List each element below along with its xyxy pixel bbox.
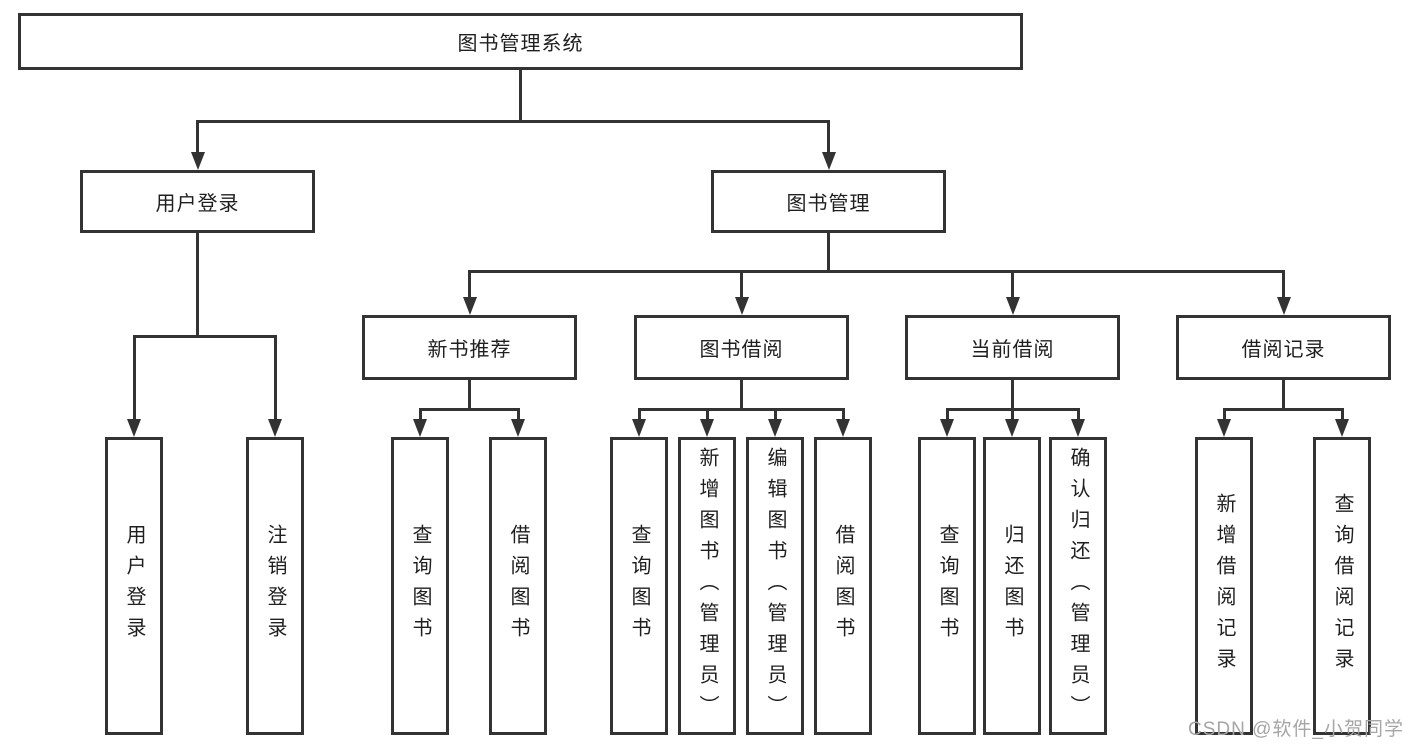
leaf-logout-label: 注销登录 bbox=[264, 524, 286, 648]
connector-leaf-drop bbox=[517, 408, 520, 419]
arrowhead-down bbox=[268, 419, 282, 437]
connector-borrow-records-drop bbox=[1282, 380, 1285, 408]
connector-book-management-branch bbox=[468, 270, 1285, 273]
leaf-borrow-books-label: 借阅图书 bbox=[832, 524, 854, 648]
node-new-book-recommend: 新书推荐 bbox=[362, 315, 577, 380]
connector-leaf-drop bbox=[419, 408, 422, 419]
connector-book-management-drop bbox=[827, 233, 830, 270]
leaf-query-borrow-record: 查询借阅记录 bbox=[1313, 437, 1371, 735]
node-book-borrow: 图书借阅 bbox=[634, 315, 849, 380]
leaf-confirm-return-admin-label: 确认归还（管理员） bbox=[1067, 446, 1089, 726]
connector-user-login-drop bbox=[196, 233, 199, 335]
connector-to-new-book bbox=[468, 270, 471, 297]
node-user-login: 用户登录 bbox=[80, 170, 315, 233]
connector-to-leaf-logout bbox=[274, 335, 277, 419]
leaf-add-book-admin: 新增图书（管理员） bbox=[678, 437, 736, 735]
leaf-borrow-books-recommend: 借阅图书 bbox=[489, 437, 547, 735]
leaf-query-books-current-label: 查询图书 bbox=[936, 524, 958, 648]
arrowhead-down bbox=[191, 152, 205, 170]
arrowhead-down bbox=[632, 419, 646, 437]
arrowhead-down bbox=[836, 419, 850, 437]
connector-book-borrow-branch bbox=[638, 408, 844, 411]
leaf-edit-book-admin: 编辑图书（管理员） bbox=[746, 437, 804, 735]
leaf-query-books-current: 查询图书 bbox=[918, 437, 976, 735]
connector-leaf-drop bbox=[842, 408, 845, 419]
connector-leaf-drop bbox=[1077, 408, 1080, 419]
arrowhead-down bbox=[1277, 297, 1291, 315]
connector-new-book-branch bbox=[419, 408, 520, 411]
connector-leaf-drop bbox=[1011, 408, 1014, 419]
leaf-query-borrow-record-label: 查询借阅记录 bbox=[1331, 493, 1353, 679]
arrowhead-down bbox=[940, 419, 954, 437]
node-root-label: 图书管理系统 bbox=[457, 33, 584, 55]
connector-borrow-records-branch bbox=[1223, 408, 1343, 411]
connector-new-book-drop bbox=[468, 380, 471, 408]
arrowhead-down bbox=[700, 419, 714, 437]
node-book-management: 图书管理 bbox=[711, 170, 946, 233]
connector-leaf-drop bbox=[638, 408, 641, 419]
leaf-query-books-borrow-label: 查询图书 bbox=[628, 524, 650, 648]
leaf-add-borrow-record: 新增借阅记录 bbox=[1195, 437, 1253, 735]
connector-root-drop bbox=[519, 70, 522, 120]
node-borrow-records: 借阅记录 bbox=[1176, 315, 1391, 380]
node-borrow-records-label: 借阅记录 bbox=[1241, 339, 1326, 361]
leaf-return-book-label: 归还图书 bbox=[1001, 524, 1023, 648]
leaf-query-books-recommend-label: 查询图书 bbox=[409, 524, 431, 648]
node-current-borrow: 当前借阅 bbox=[905, 315, 1120, 380]
connector-to-book-management bbox=[827, 120, 830, 152]
connector-to-current-borrow bbox=[1011, 270, 1014, 297]
leaf-query-books-recommend: 查询图书 bbox=[391, 437, 449, 735]
leaf-edit-book-admin-label: 编辑图书（管理员） bbox=[764, 446, 786, 726]
connector-to-leaf-user-login bbox=[133, 335, 136, 419]
leaf-user-login-label: 用户登录 bbox=[123, 524, 145, 648]
connector-leaf-drop bbox=[1341, 408, 1344, 419]
leaf-add-book-admin-label: 新增图书（管理员） bbox=[696, 446, 718, 726]
arrowhead-down bbox=[822, 152, 836, 170]
arrowhead-down bbox=[463, 297, 477, 315]
node-user-login-label: 用户登录 bbox=[155, 193, 240, 215]
connector-current-borrow-drop bbox=[1011, 380, 1014, 408]
arrowhead-down bbox=[1335, 419, 1349, 437]
node-book-borrow-label: 图书借阅 bbox=[699, 339, 784, 361]
node-new-book-recommend-label: 新书推荐 bbox=[427, 339, 512, 361]
leaf-user-login: 用户登录 bbox=[105, 437, 163, 735]
leaf-confirm-return-admin: 确认归还（管理员） bbox=[1049, 437, 1107, 735]
connector-root-branch bbox=[196, 120, 830, 123]
node-current-borrow-label: 当前借阅 bbox=[970, 339, 1055, 361]
arrowhead-down bbox=[1071, 419, 1085, 437]
arrowhead-down bbox=[1006, 297, 1020, 315]
connector-user-login-branch bbox=[133, 335, 277, 338]
connector-to-user-login bbox=[196, 120, 199, 152]
leaf-borrow-books: 借阅图书 bbox=[814, 437, 872, 735]
leaf-logout: 注销登录 bbox=[246, 437, 304, 735]
leaf-return-book: 归还图书 bbox=[983, 437, 1041, 735]
connector-leaf-drop bbox=[1223, 408, 1226, 419]
arrowhead-down bbox=[1005, 419, 1019, 437]
connector-to-book-borrow bbox=[740, 270, 743, 297]
arrowhead-down bbox=[1217, 419, 1231, 437]
connector-book-borrow-drop bbox=[740, 380, 743, 408]
arrowhead-down bbox=[735, 297, 749, 315]
arrowhead-down bbox=[768, 419, 782, 437]
arrowhead-down bbox=[511, 419, 525, 437]
leaf-query-books-borrow: 查询图书 bbox=[610, 437, 668, 735]
node-root: 图书管理系统 bbox=[18, 13, 1023, 70]
connector-leaf-drop bbox=[774, 408, 777, 419]
leaf-add-borrow-record-label: 新增借阅记录 bbox=[1213, 493, 1235, 679]
node-book-management-label: 图书管理 bbox=[786, 193, 871, 215]
connector-leaf-drop bbox=[946, 408, 949, 419]
arrowhead-down bbox=[413, 419, 427, 437]
connector-leaf-drop bbox=[706, 408, 709, 419]
connector-to-borrow-records bbox=[1282, 270, 1285, 297]
arrowhead-down bbox=[127, 419, 141, 437]
watermark: CSDN @软件_小贺同学 bbox=[1188, 719, 1404, 740]
leaf-borrow-books-recommend-label: 借阅图书 bbox=[507, 524, 529, 648]
